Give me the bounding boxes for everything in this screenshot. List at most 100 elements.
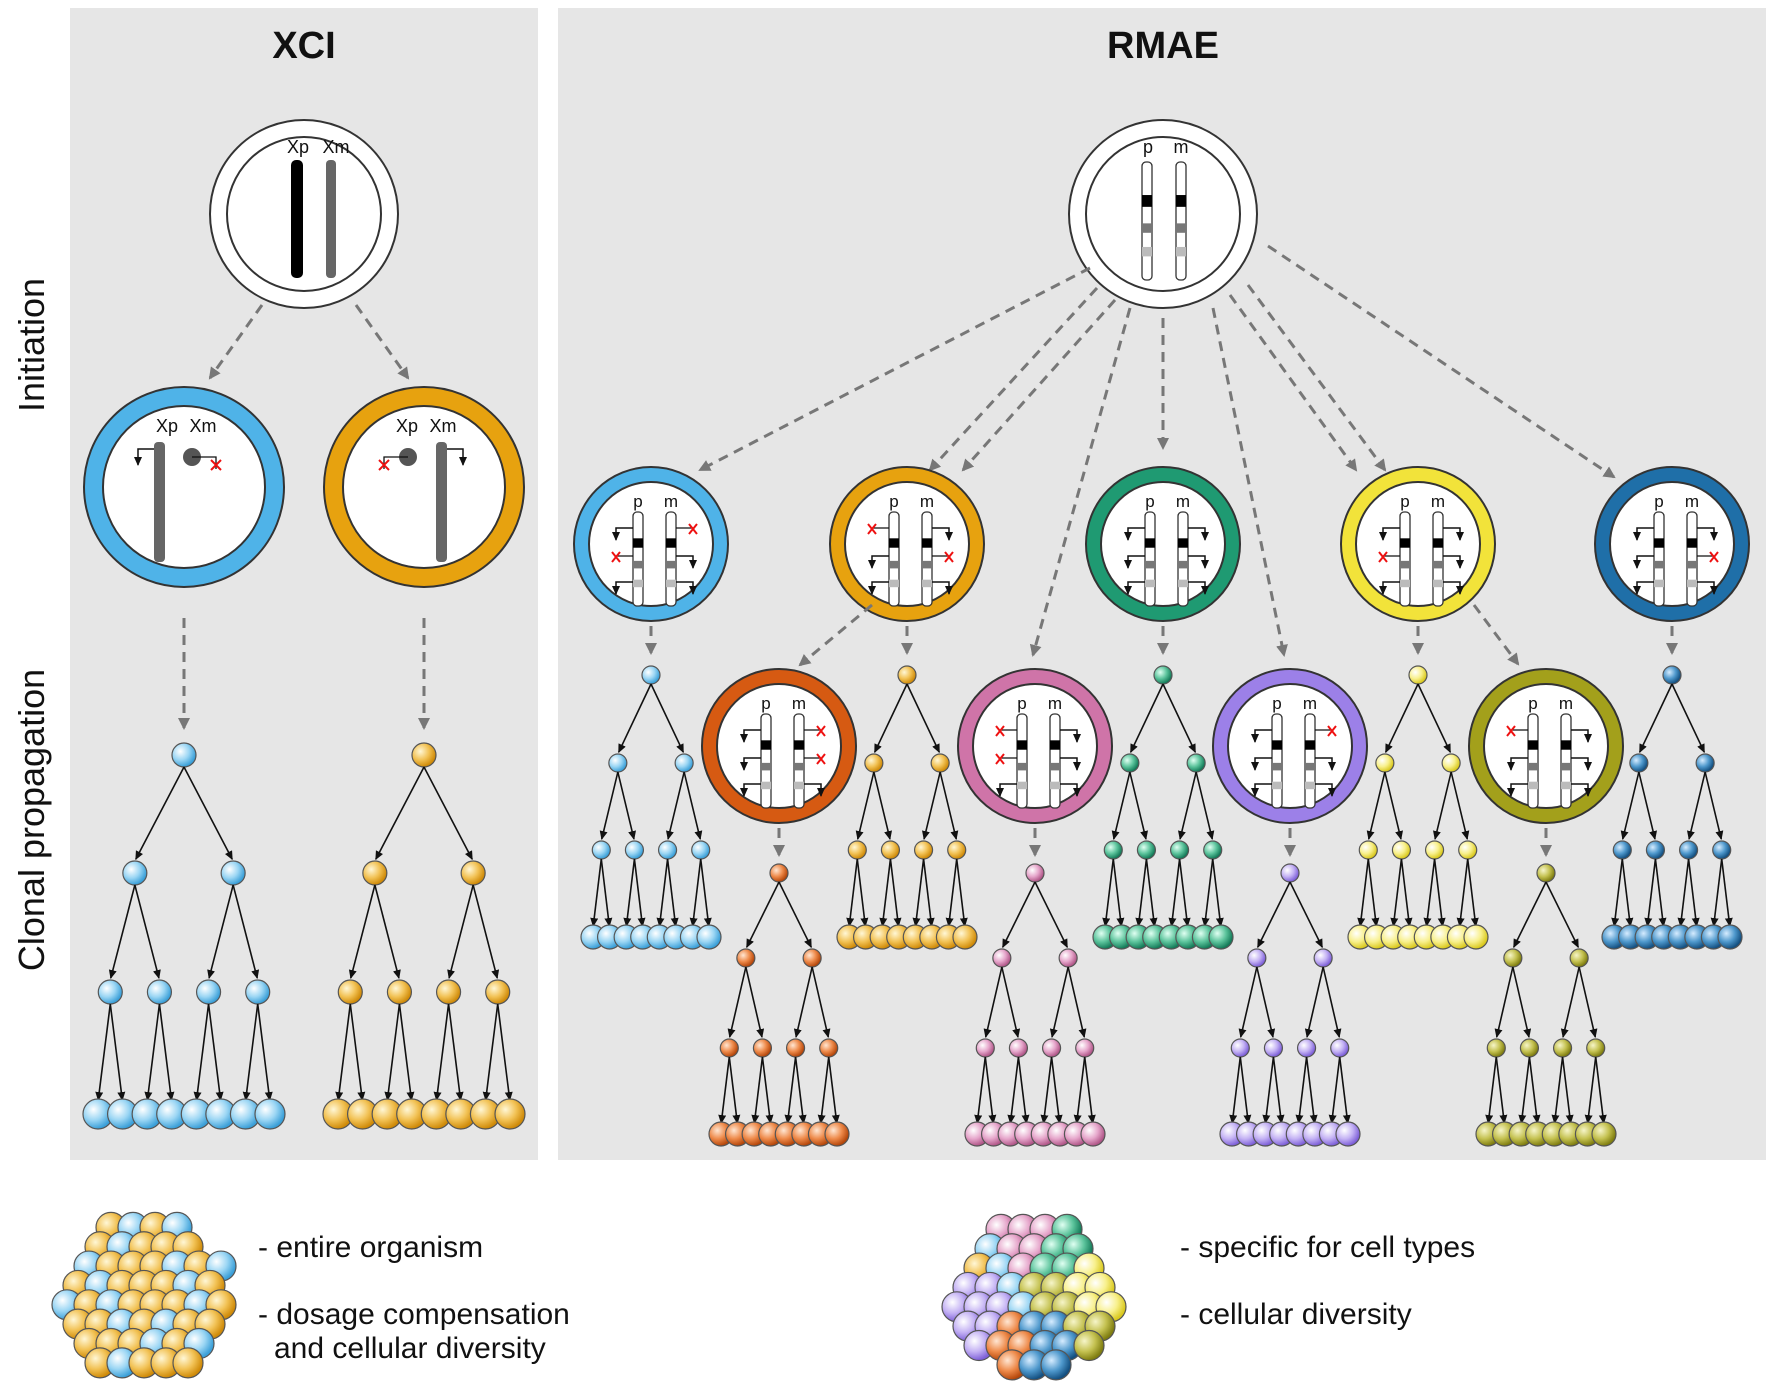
lineage-arrow bbox=[873, 771, 892, 841]
silenced-cross bbox=[816, 725, 826, 737]
lineage-arrow bbox=[1512, 966, 1532, 1039]
lineage-arrow bbox=[384, 1003, 401, 1102]
cell-blue bbox=[657, 840, 678, 860]
chromosome-band bbox=[1176, 223, 1186, 233]
lineage-arrow bbox=[1111, 771, 1131, 841]
xci-cell-blue-nucleus bbox=[102, 405, 266, 569]
initiation-arrow bbox=[1267, 244, 1616, 479]
cell-orange bbox=[913, 840, 934, 860]
lineage-arrow bbox=[1433, 858, 1446, 928]
cell-orange bbox=[386, 979, 413, 1005]
chromosome-body bbox=[1432, 511, 1444, 607]
active-promoter-arrow bbox=[1633, 555, 1654, 569]
m-label: m bbox=[920, 492, 934, 511]
m-label: m bbox=[1685, 492, 1699, 511]
lineage-arrow bbox=[846, 858, 859, 928]
cell-orange bbox=[485, 979, 511, 1005]
cell-redorange bbox=[785, 1038, 806, 1058]
lineage-arrow bbox=[423, 766, 473, 861]
lineage-arrow bbox=[794, 1056, 807, 1125]
lineage-arrow bbox=[256, 1003, 273, 1102]
lineage-arrow bbox=[1338, 1056, 1351, 1125]
cell-yellow bbox=[1441, 753, 1461, 773]
lineage-arrow bbox=[1561, 1056, 1574, 1125]
lineage-arrow bbox=[207, 1003, 224, 1102]
cell-purple bbox=[1230, 1038, 1250, 1058]
m-chromosome bbox=[1175, 161, 1187, 281]
cell-nucleus bbox=[1227, 683, 1353, 809]
lineage-arrow bbox=[1295, 1056, 1308, 1125]
chromosome-band bbox=[666, 579, 676, 588]
rmae-zygote-cell-inner bbox=[1085, 136, 1241, 292]
chromosome-band bbox=[761, 762, 771, 771]
cell-pink bbox=[1025, 863, 1045, 883]
xp-chromosome bbox=[291, 160, 303, 278]
initiation-arrow bbox=[1029, 307, 1132, 657]
legend-xci-line2: - dosage compensation bbox=[258, 1298, 570, 1331]
lineage-arrow bbox=[617, 771, 636, 841]
chromosome-band bbox=[1528, 740, 1538, 750]
lineage-arrow bbox=[1423, 858, 1436, 928]
active-promoter-arrow bbox=[1124, 527, 1145, 541]
lineage-arrow bbox=[232, 884, 260, 980]
chromosome-band bbox=[1305, 781, 1315, 790]
lineage-arrow bbox=[108, 884, 136, 980]
cell-nucleus bbox=[972, 683, 1098, 809]
lineage-arrow bbox=[1129, 771, 1148, 841]
dashed-arrow bbox=[1472, 604, 1520, 666]
active-promoter-arrow bbox=[1443, 555, 1464, 569]
active-promoter-arrow bbox=[1251, 783, 1272, 797]
cell-olive bbox=[1569, 948, 1589, 968]
active-promoter-arrow bbox=[1633, 581, 1654, 595]
cell-purple bbox=[1335, 1121, 1361, 1147]
lineage-arrow bbox=[745, 966, 765, 1039]
lineage-arrow bbox=[1262, 1056, 1275, 1125]
cell-redorange bbox=[736, 948, 756, 968]
p-chromosome bbox=[888, 511, 900, 607]
silenced-cross bbox=[611, 551, 621, 563]
xm-label: Xm bbox=[430, 416, 457, 436]
chromosome-band bbox=[1176, 195, 1186, 207]
lineage-arrow bbox=[1677, 858, 1690, 928]
lineage-arrow bbox=[1710, 858, 1723, 928]
m-label: m bbox=[1431, 492, 1445, 511]
lineage-arrow bbox=[1560, 966, 1580, 1039]
lineage-arrow bbox=[1384, 771, 1403, 841]
chromosome-body bbox=[1399, 511, 1411, 607]
cell-orange bbox=[337, 979, 363, 1005]
lineage-arrow bbox=[906, 683, 941, 754]
active-promoter-arrow bbox=[740, 783, 761, 797]
lineage-arrow bbox=[1049, 966, 1069, 1039]
chromosome-band bbox=[1561, 762, 1571, 771]
cell-blue bbox=[220, 860, 246, 886]
cell-darkblue bbox=[1712, 840, 1732, 860]
active-promoter-arrow bbox=[1379, 581, 1400, 595]
cell-blue bbox=[97, 979, 123, 1005]
lineage-arrow bbox=[855, 771, 875, 841]
cell-green bbox=[1203, 840, 1223, 860]
chromosome-band bbox=[1145, 538, 1155, 548]
lineage-arrow bbox=[1256, 966, 1276, 1039]
lineage-arrow bbox=[1513, 881, 1547, 949]
silenced-cross bbox=[1378, 551, 1388, 563]
cell-nucleus bbox=[1609, 481, 1735, 607]
cell-pink bbox=[1058, 948, 1078, 968]
cell-darkblue bbox=[1695, 753, 1715, 773]
cell-blue bbox=[641, 665, 661, 685]
lineage-arrow bbox=[1621, 858, 1634, 928]
chromosome-band bbox=[1017, 762, 1027, 771]
lineage-arrow bbox=[718, 1056, 731, 1125]
lineage-arrow bbox=[1417, 683, 1452, 754]
active-promoter-arrow bbox=[612, 581, 633, 595]
xm-label: Xm bbox=[323, 137, 350, 157]
lineage-arrow bbox=[1400, 858, 1413, 928]
lineage-arrow bbox=[939, 771, 959, 841]
cell-redorange bbox=[769, 863, 789, 883]
chromosome-band bbox=[666, 538, 676, 548]
lineage-arrow bbox=[811, 966, 831, 1039]
lineage-arrow bbox=[1644, 858, 1657, 928]
lineage-arrow bbox=[751, 1056, 764, 1125]
